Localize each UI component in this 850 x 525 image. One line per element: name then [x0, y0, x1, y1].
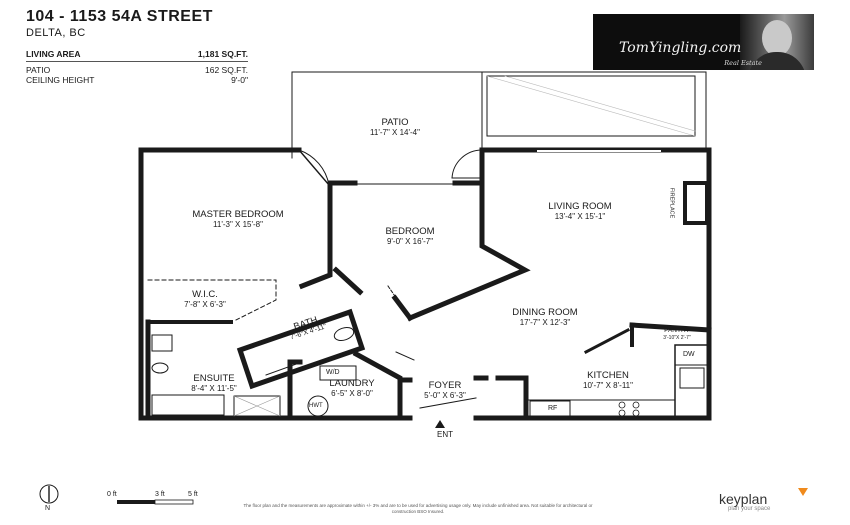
bedroom-label: BEDROOM 9'-0" X 16'-7": [350, 226, 470, 247]
master-wall-inner: [298, 180, 333, 290]
realtor-banner: TomYingling.com Real Estate: [593, 14, 814, 70]
ensuite-vanity: [151, 334, 173, 352]
spec-divider: [26, 61, 248, 62]
kitchen-sink: [679, 367, 705, 389]
wic-name: W.I.C.: [192, 289, 218, 300]
ensuite-dims: 8'-4" X 11'-5": [191, 384, 237, 394]
realtor-tagline: Real Estate: [724, 59, 762, 67]
patio-area-value: 162 SQ.FT.: [205, 65, 248, 75]
foyer-closet-wall: [483, 375, 529, 421]
dining-room-name: DINING ROOM: [512, 307, 578, 318]
wd-label: W/D: [326, 369, 340, 376]
bedroom-dims: 9'-0" X 16'-7": [386, 237, 434, 247]
entry-door-swing: [419, 397, 477, 409]
laundry-dims: 6'-5" X 8'-0": [331, 389, 373, 399]
keyplan-tagline: plan your space: [728, 506, 771, 512]
ensuite-tub: [151, 394, 225, 416]
kitchen-counter-edge: [583, 327, 631, 355]
patio-area-label: PATIO: [26, 65, 51, 75]
kitchen-dims: 10'-7" X 8'-11": [583, 381, 633, 391]
master-bedroom-dims: 11'-3" X 15'-8": [213, 220, 263, 230]
hot-water-tank: [307, 395, 329, 417]
foyer-label: FOYER 5'-0" X 6'-3": [405, 380, 485, 401]
washer-dryer: [319, 365, 357, 381]
wic-dims: 7'-8" X 6'-3": [184, 300, 226, 310]
pantry-label: PANTRY 3'-10"X 2'-7": [645, 327, 709, 341]
fireplace-box: [683, 181, 709, 225]
agent-photo: [740, 14, 814, 70]
entry-arrow: [435, 420, 445, 428]
dining-room-dims: 17'-7" X 12'-3": [519, 318, 571, 328]
foyer-name: FOYER: [428, 380, 462, 391]
dining-room-label: DINING ROOM 17'-7" X 12'-3": [485, 307, 605, 328]
ceiling-height-value: 9'-0": [231, 75, 248, 85]
entry-label: ENT: [437, 430, 453, 439]
wic-label: W.I.C. 7'-8" X 6'-3": [165, 289, 245, 310]
living-room-name: LIVING ROOM: [548, 201, 612, 212]
laundry-name: LAUNDRY: [329, 378, 375, 389]
deck-box: [486, 75, 696, 137]
keyplan-mark-icon: [798, 488, 808, 496]
disclaimer-text: The floor plan and the measurements are …: [243, 503, 593, 515]
living-room-label: LIVING ROOM 13'-4" X 15'-1": [520, 201, 640, 222]
bath-outline: [236, 308, 366, 390]
hwt-label: HWT: [309, 403, 323, 409]
laundry-label: LAUNDRY 6'-5" X 8'-0": [310, 378, 394, 399]
patio-name: PATIO: [381, 117, 409, 128]
address-title: 104 - 1153 54A STREET: [26, 8, 213, 25]
living-area-value: 1,181 SQ.FT.: [197, 49, 248, 59]
dishwasher: [674, 344, 708, 366]
fireplace-label: FIREPLACE: [668, 187, 675, 219]
master-bedroom-label: MASTER BEDROOM 11'-3" X 15'-8": [158, 209, 318, 230]
scale-label-3: 3 ft: [155, 491, 165, 498]
kitchen-label: KITCHEN 10'-7" X 8'-11": [558, 370, 658, 391]
patio-door-swing: [298, 149, 330, 186]
ensuite-shower: [233, 395, 281, 417]
master-bedroom-name: MASTER BEDROOM: [192, 209, 284, 220]
living-area-label: LIVING AREA: [26, 49, 81, 59]
scale-label-0: 0 ft: [107, 491, 117, 498]
wic-outline: [147, 279, 277, 321]
city-label: DELTA, BC: [26, 27, 86, 39]
kitchen-name: KITCHEN: [587, 370, 629, 381]
living-door-swing: [451, 149, 483, 179]
realtor-logo: TomYingling.com: [619, 40, 742, 56]
bedroom-diagonal-wall: [406, 147, 531, 322]
rf-label: RF: [548, 405, 558, 412]
patio-dims: 11'-7" X 14'-4": [370, 128, 420, 138]
north-label: N: [45, 505, 51, 512]
living-room-dims: 13'-4" X 15'-1": [554, 212, 606, 222]
patio-outline: [291, 71, 707, 159]
dw-label: DW: [683, 351, 695, 358]
pantry-wall: [629, 322, 712, 333]
ceiling-height-label: CEILING HEIGHT: [26, 75, 95, 85]
scale-bar: [117, 499, 194, 505]
ensuite-name: ENSUITE: [193, 373, 235, 384]
keyplan-logo: keyplan: [719, 491, 768, 507]
master-wall-outer: [138, 147, 269, 421]
ensuite-label: ENSUITE 8'-4" X 11'-5": [168, 373, 260, 394]
pantry-name: PANTRY: [664, 327, 690, 334]
bedroom-name: BEDROOM: [385, 226, 435, 237]
foyer-dims: 5'-0" X 6'-3": [424, 391, 466, 401]
patio-room-label: PATIO 11'-7" X 14'-4": [340, 117, 450, 138]
pantry-dims: 3'-10"X 2'-7": [663, 334, 691, 341]
north-compass-icon: [38, 483, 60, 505]
scale-label-5: 5 ft: [188, 491, 198, 498]
